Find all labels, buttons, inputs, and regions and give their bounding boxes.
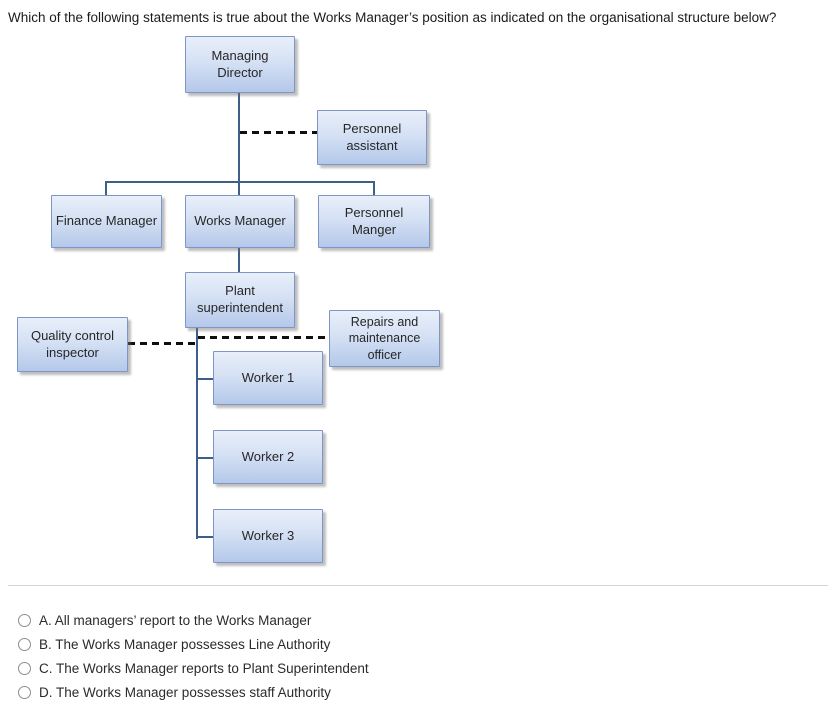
connector-stub-worker3 bbox=[196, 536, 213, 538]
option-a-label: A. All managers’ report to the Works Man… bbox=[39, 612, 312, 628]
radio-option-d[interactable] bbox=[18, 685, 31, 699]
connector-branch-horizontal bbox=[105, 181, 375, 183]
node-plant-superintendent: Plant superintendent bbox=[185, 272, 295, 328]
connector-drop-finance bbox=[105, 181, 107, 196]
answer-options: A. All managers’ report to the Works Man… bbox=[0, 608, 833, 704]
connector-works-to-plant bbox=[238, 248, 240, 273]
connector-drop-works bbox=[238, 181, 240, 196]
connector-workers-spine bbox=[196, 328, 198, 539]
dashed-connector-personnel-assistant bbox=[240, 131, 317, 134]
option-d-label: D. The Works Manager possesses staff Aut… bbox=[39, 684, 331, 700]
option-c[interactable]: C. The Works Manager reports to Plant Su… bbox=[0, 656, 833, 680]
radio-option-b[interactable] bbox=[18, 637, 31, 651]
connector-managing-to-branch bbox=[238, 93, 240, 182]
node-personnel-assistant: Personnel assistant bbox=[317, 110, 427, 165]
connector-stub-worker2 bbox=[196, 457, 213, 459]
node-quality-control-inspector: Quality control inspector bbox=[17, 317, 128, 372]
node-worker-1: Worker 1 bbox=[213, 351, 323, 405]
node-personnel-manger: Personnel Manger bbox=[318, 195, 430, 248]
radio-option-a[interactable] bbox=[18, 613, 31, 627]
radio-option-c[interactable] bbox=[18, 661, 31, 675]
node-worker-3: Worker 3 bbox=[213, 509, 323, 563]
node-managing-director: Managing Director bbox=[185, 36, 295, 93]
node-repairs-maintenance-officer: Repairs and maintenance officer bbox=[329, 310, 440, 367]
option-c-label: C. The Works Manager reports to Plant Su… bbox=[39, 660, 369, 676]
divider bbox=[8, 585, 828, 586]
dashed-connector-quality-inspector bbox=[128, 342, 197, 345]
dashed-connector-repairs-officer bbox=[198, 336, 329, 339]
option-a[interactable]: A. All managers’ report to the Works Man… bbox=[0, 608, 833, 632]
option-d[interactable]: D. The Works Manager possesses staff Aut… bbox=[0, 680, 833, 704]
question-text: Which of the following statements is tru… bbox=[8, 10, 777, 25]
option-b-label: B. The Works Manager possesses Line Auth… bbox=[39, 636, 331, 652]
org-chart-diagram: Managing Director Personnel assistant Fi… bbox=[17, 36, 440, 563]
connector-stub-worker1 bbox=[196, 378, 213, 380]
connector-drop-personnel bbox=[373, 181, 375, 196]
node-worker-2: Worker 2 bbox=[213, 430, 323, 484]
option-b[interactable]: B. The Works Manager possesses Line Auth… bbox=[0, 632, 833, 656]
node-works-manager: Works Manager bbox=[185, 195, 295, 248]
node-finance-manager: Finance Manager bbox=[51, 195, 162, 248]
